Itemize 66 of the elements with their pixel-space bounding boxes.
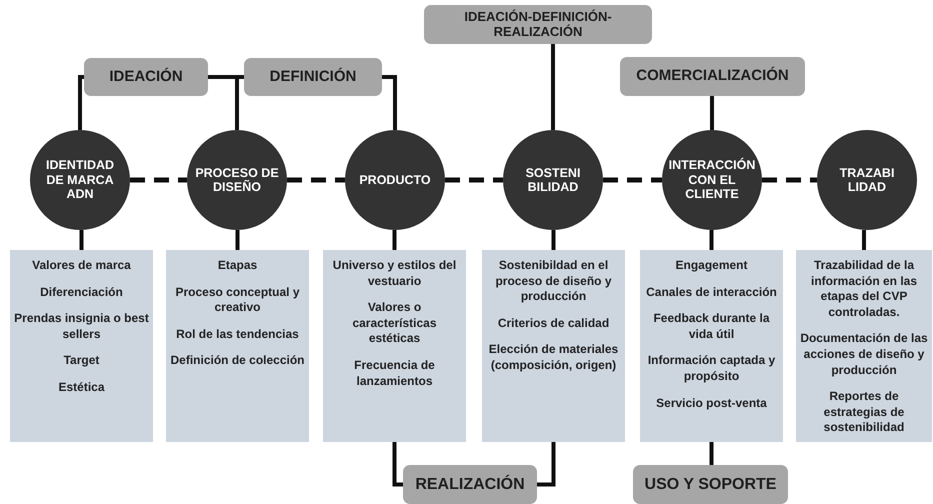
detail-item: Proceso conceptual y creativo <box>174 284 301 316</box>
detail-item: Rol de las tendencias <box>176 326 299 342</box>
detail-item: Feedback durante la vida útil <box>652 311 771 342</box>
detail-item: Definición de colección <box>170 353 305 369</box>
connector-line <box>78 75 84 130</box>
connector-line <box>235 75 244 130</box>
detail-item: Engagement <box>675 258 748 274</box>
dashed-connector <box>762 178 817 182</box>
detail-item: Canales de interacción <box>646 284 777 300</box>
detail-item: Documentación de las acciones de diseño y producción <box>800 331 928 378</box>
tag-label: REALIZACIÓN <box>415 476 525 494</box>
connector-line <box>552 230 556 250</box>
detail-item: Valores de marca <box>32 258 131 274</box>
connector-line <box>551 44 555 130</box>
circle-label: PROCESO DE DISEÑO <box>195 166 279 194</box>
detail-panel <box>10 250 153 442</box>
phase-tag <box>424 5 652 44</box>
connector-line <box>236 230 240 250</box>
circle-label: TRAZABI LIDAD <box>838 166 896 194</box>
detail-item: Frecuencia de lanzamientos <box>353 358 436 390</box>
dashed-connector <box>130 178 187 182</box>
detail-panel <box>640 250 783 442</box>
detail-item: Prendas insignia o best sellers <box>14 311 149 342</box>
dashed-connector <box>603 178 662 182</box>
connector-line <box>537 442 556 486</box>
dashed-connector <box>287 178 345 182</box>
circle-label: IDENTIDAD DE MARCA ADN <box>44 158 116 202</box>
connector-line <box>710 442 714 465</box>
phase-tag <box>403 465 537 504</box>
detail-panel <box>482 250 625 442</box>
detail-panel <box>166 250 309 442</box>
dashed-connector <box>445 178 503 182</box>
detail-item: Diferenciación <box>40 284 123 300</box>
detail-item: Target <box>64 353 100 369</box>
tag-label: IDEACIÓN-DEFINICIÓN-REALIZACIÓN <box>463 10 613 39</box>
connector-line <box>710 96 714 130</box>
circle-label: INTERACCIÓN CON EL CLIENTE <box>668 158 756 202</box>
detail-item: Valores o características estéticas <box>351 300 438 347</box>
connector-line <box>710 230 714 250</box>
detail-item: Sostenibildad en el proceso de diseño y producción <box>494 258 613 305</box>
detail-item: Trazabilidad de la información en las etapas del CVP controladas. <box>810 258 918 320</box>
connector-line <box>392 442 403 486</box>
connector-line <box>392 230 396 250</box>
detail-panel <box>323 250 466 442</box>
connector-line <box>862 230 866 250</box>
tag-label: USO Y SOPORTE <box>644 476 776 494</box>
detail-item: Reportes de estrategias de sostenibilidad <box>822 389 906 436</box>
phase-tag <box>244 58 382 96</box>
detail-item: Información captada y propósito <box>646 353 776 385</box>
detail-item: Elección de materiales (composición, origen) <box>488 342 620 374</box>
phase-tag <box>633 465 788 504</box>
circle-label: SOSTENI BILIDAD <box>524 166 582 194</box>
tag-label: DEFINICIÓN <box>270 68 356 86</box>
tag-label: IDEACIÓN <box>109 68 183 86</box>
connector-line <box>382 75 397 130</box>
phase-tag <box>620 57 805 96</box>
detail-item: Criterios de calidad <box>498 316 610 332</box>
detail-item: Estética <box>58 380 105 396</box>
connector-line <box>80 230 84 250</box>
tag-label: COMERCIALIZACIÓN <box>636 68 789 85</box>
detail-item: Servicio post-venta <box>656 396 767 412</box>
phase-tag <box>84 58 208 96</box>
circle-label: PRODUCTO <box>358 172 432 188</box>
detail-panel <box>796 250 932 442</box>
detail-item: Etapas <box>218 258 258 274</box>
detail-item: Universo y estilos del vestuario <box>332 258 458 290</box>
